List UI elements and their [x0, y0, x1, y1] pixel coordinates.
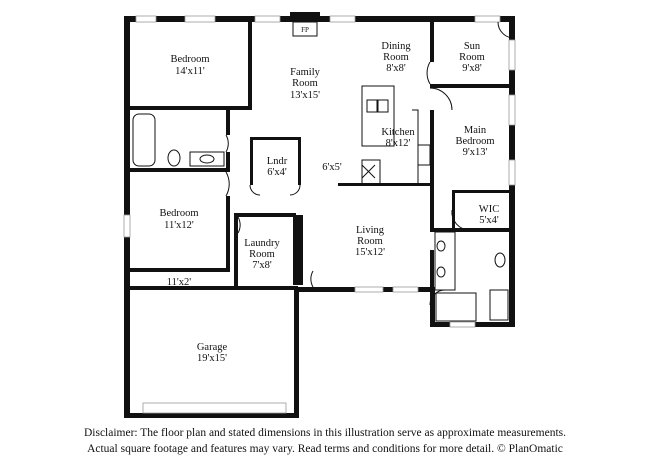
room-dims: 19'x15'	[197, 353, 227, 364]
room-storage: 11'x2'	[167, 277, 192, 288]
room-bedroom-1: Bedroom 14'x11'	[170, 54, 209, 77]
room-bedroom-2: Bedroom 11'x12'	[159, 208, 198, 231]
fireplace-label: FP	[301, 26, 309, 34]
room-wic: WIC 5'x4'	[479, 204, 499, 226]
room-name: Room	[383, 52, 409, 63]
room-dims: 7'x8'	[252, 260, 272, 271]
room-name: Family	[290, 67, 321, 78]
room-labels: Bedroom 14'x11' Family Room 13'x15' Dini…	[159, 41, 499, 364]
room-name: Lndr	[267, 156, 288, 167]
room-hall: 6'x5'	[322, 162, 342, 173]
room-dims: 8'x12'	[386, 138, 411, 149]
windows	[123, 15, 516, 414]
room-dims: 9'x13'	[463, 147, 488, 158]
room-name: WIC	[479, 204, 499, 215]
room-dims: 5'x4'	[479, 215, 499, 226]
kitchen-counters	[361, 85, 431, 183]
room-dims: 8'x8'	[386, 63, 406, 74]
door-swings	[225, 21, 515, 306]
room-name: Living	[356, 225, 385, 236]
room-dims: 6'x5'	[322, 162, 342, 173]
room-dining-room: Dining Room 8'x8'	[381, 41, 411, 74]
room-name: Room	[249, 249, 275, 260]
room-name: Bedroom	[159, 208, 198, 219]
room-name: Dining	[381, 41, 411, 52]
room-dims: 15'x12'	[355, 247, 385, 258]
room-main-bedroom: Main Bedroom 9'x13'	[455, 125, 494, 158]
room-laundry-closet: Lndr 6'x4'	[267, 156, 288, 178]
room-name: Main	[464, 125, 487, 136]
room-name: Room	[292, 78, 318, 89]
room-name: Room	[357, 236, 383, 247]
room-name: Sun	[464, 41, 481, 52]
room-dims: 11'x2'	[167, 277, 192, 288]
room-name: Bedroom	[455, 136, 494, 147]
interior-walls	[130, 22, 515, 290]
room-kitchen: Kitchen 8'x12'	[381, 127, 415, 149]
room-garage: Garage 19'x15'	[197, 342, 228, 364]
room-dims: 11'x12'	[164, 220, 194, 231]
fireplace: FP	[290, 12, 320, 37]
room-living-room: Living Room 15'x12'	[355, 225, 385, 258]
room-name: Bedroom	[170, 54, 209, 65]
room-name: Room	[459, 52, 485, 63]
room-laundry-room: Laundry Room 7'x8'	[244, 238, 280, 271]
room-name: Kitchen	[381, 127, 415, 138]
room-family-room: Family Room 13'x15'	[290, 67, 321, 101]
room-dims: 13'x15'	[290, 90, 320, 101]
room-dims: 6'x4'	[267, 167, 287, 178]
room-name: Laundry	[244, 238, 280, 249]
room-name: Garage	[197, 342, 228, 353]
disclaimer-line-2: Actual square footage and features may v…	[87, 443, 563, 455]
bathroom-fixtures	[132, 113, 509, 322]
room-dims: 14'x11'	[175, 66, 205, 77]
room-dims: 9'x8'	[462, 63, 482, 74]
room-sun-room: Sun Room 9'x8'	[459, 41, 485, 74]
disclaimer-line-1: Disclaimer: The floor plan and stated di…	[83, 427, 567, 439]
